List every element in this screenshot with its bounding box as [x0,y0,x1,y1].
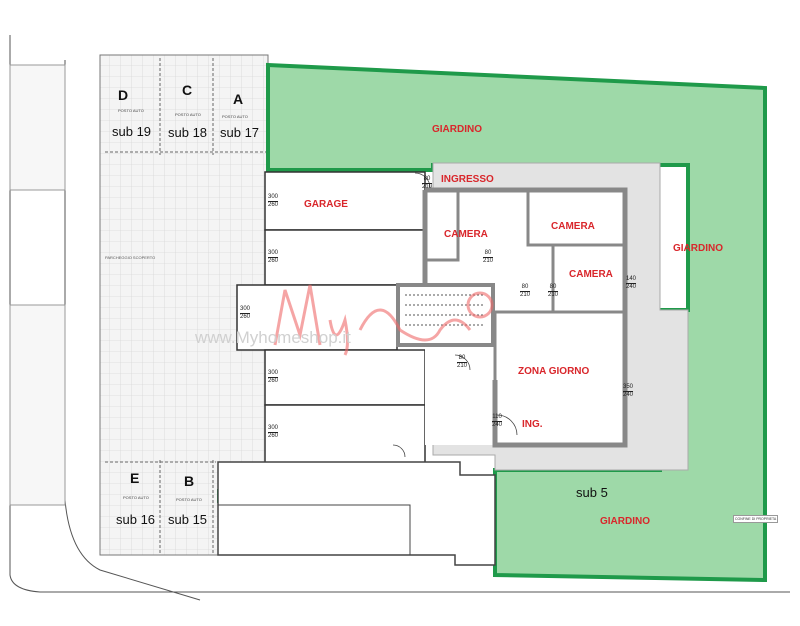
garages [236,171,426,464]
dimension-height: 260 [268,258,279,264]
dimension-height: 260 [240,314,251,320]
parking-letter: D [118,87,129,103]
parking-sub: sub 15 [168,512,208,527]
dimension-height: 240 [626,284,637,290]
dimension-width: 110 [492,414,503,422]
dimension-height: 210 [483,258,494,264]
room-label-zona-giorno: ZONA GIORNO [518,366,590,377]
dimension-width: 140 [626,276,637,284]
garden-label: GIARDINO [673,243,723,254]
dimension-height: 210 [457,363,468,369]
room-label-ing: ING. [522,419,543,430]
parking-sub: sub 19 [112,124,152,139]
parking-label: PARCHEGGIO SCOPERTO [105,255,156,260]
room-label-garage: GARAGE [304,199,348,210]
house [396,187,628,448]
door-arcs [392,172,518,458]
parking-caption: POSTO AUTO [176,497,202,502]
parking-sub: sub 16 [116,512,156,527]
service-area [217,461,496,566]
room-label-camera: CAMERA [569,269,613,280]
dimension-width: 300 [240,306,251,314]
dimension-height: 210 [422,184,433,190]
garden-label: GIARDINO [432,124,482,135]
dimension-height: 260 [268,433,279,439]
parking-caption: POSTO AUTO [123,495,149,500]
dimension-height: 260 [268,378,279,384]
dimension-width: 80 [457,355,468,363]
dimension-width: 350 [623,384,634,392]
watermark-logo [273,284,494,356]
service-area-wall [218,504,411,555]
room-label-camera: CAMERA [444,229,488,240]
parking-caption: POSTO AUTO [118,108,144,113]
dimension-width: 300 [268,425,279,433]
parking-space-dividers [105,58,266,555]
dimension-width: 300 [268,370,279,378]
unit-label: sub 5 [576,485,608,500]
dimension-height: 210 [520,292,531,298]
dimension-height: 240 [623,392,634,398]
room-label-ingresso: INGRESSO [441,174,494,185]
parking-sub: sub 17 [220,125,260,140]
neighbour-building [9,64,66,191]
parking-letter: B [184,473,195,489]
dimension-width: 300 [268,194,279,202]
dimension-width: 80 [483,250,494,258]
dimension-width: 80 [548,284,559,292]
dimension-height: 240 [492,422,503,428]
parking-letter: E [130,470,140,486]
boundary-note: CONFINE DI PROPRIETA [733,515,779,523]
parking-caption: POSTO AUTO [222,114,248,119]
dimension-height: 260 [268,202,279,208]
dimension-width: 80 [422,176,433,184]
parking-sub: sub 18 [168,125,208,140]
dimension-height: 210 [548,292,559,298]
garden-label: GIARDINO [600,516,650,527]
neighbour-building [9,304,66,506]
dimension-width: 80 [520,284,531,292]
dimension-width: 300 [268,250,279,258]
watermark-text: www.Myhomeshop.it [195,328,351,347]
parking-caption: POSTO AUTO [175,112,201,117]
room-label-camera: CAMERA [551,221,595,232]
parking-letter: A [233,91,244,107]
parking-letter: C [182,82,193,98]
